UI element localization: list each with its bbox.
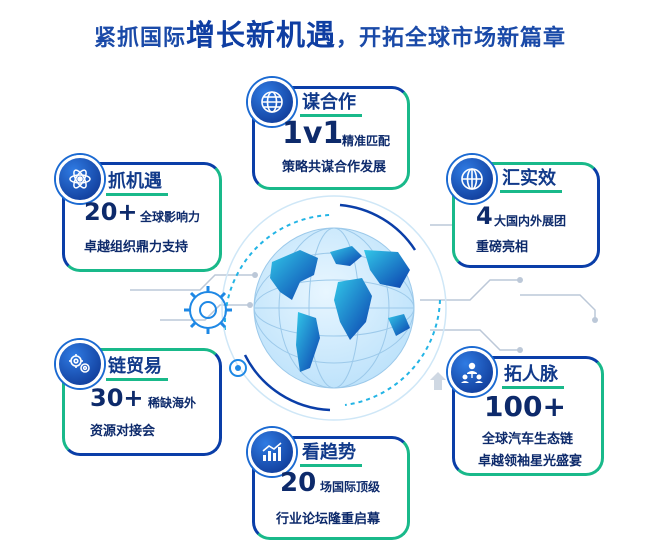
card-trade-number: 30+: [90, 384, 144, 412]
card-network-number: 100+: [484, 390, 566, 423]
card-trend-underline: [300, 464, 362, 467]
card-trade-desc: 资源对接会: [90, 424, 156, 439]
card-strategy-desc: 策略共谋合作发展: [282, 160, 387, 175]
card-network-label: 拓人脉: [504, 364, 558, 385]
card-trend-number-suffix: 场国际顶级: [320, 480, 381, 494]
card-network-desc: 全球汽车生态链: [482, 432, 574, 447]
card-trade-underline: [106, 378, 168, 381]
circuit-nodes: [247, 272, 598, 353]
card-trade-number-suffix: 稀缺海外: [148, 396, 197, 410]
card-exhibitors-underline: [500, 190, 562, 193]
card-strategy-number: 1v1: [282, 116, 344, 151]
card-opportunity-label: 抓机遇: [108, 171, 162, 192]
card-trend-desc: 行业论坛隆重启幕: [276, 512, 381, 527]
card-exhibitors-label: 汇实效: [502, 168, 556, 189]
card-exhibitors-desc: 重磅亮相: [476, 240, 529, 255]
card-network-desc2: 卓越领袖星光盛宴: [478, 454, 583, 469]
card-network-underline: [502, 386, 564, 389]
gears-icon: [56, 340, 104, 388]
title-suffix: ，开拓全球市场新篇章: [336, 26, 567, 51]
card-opportunity-desc: 卓越组织鼎力支持: [84, 240, 189, 255]
card-exhibitors-number: 4: [476, 202, 493, 230]
people-icon: [448, 348, 496, 396]
globe-grid-icon: [448, 155, 496, 203]
card-strategy-number-suffix: 精准匹配: [342, 134, 391, 148]
card-opportunity-number-suffix: 全球影响力: [140, 210, 201, 224]
card-exhibitors-number-suffix: 大国内外展团: [494, 214, 567, 228]
globe-orbits: [221, 195, 447, 421]
card-strategy-label: 谋合作: [302, 92, 356, 113]
gear-decoration: [184, 286, 232, 334]
globe-illustration: [253, 227, 415, 389]
chart-icon: [248, 428, 296, 476]
atom-icon: [56, 155, 104, 203]
card-trade-label: 链贸易: [108, 356, 162, 377]
title-highlight: 增长新机遇: [185, 18, 336, 52]
card-strategy-underline: [300, 114, 362, 117]
card-opportunity-number: 20+: [84, 198, 138, 226]
card-trend-number: 20: [280, 468, 317, 498]
card-opportunity-underline: [106, 193, 168, 196]
target-decoration: [229, 359, 247, 377]
card-trend-label: 看趋势: [302, 442, 356, 463]
globe-icon: [248, 78, 296, 126]
card-network: [452, 356, 604, 476]
page-title: 紧抓国际增长新机遇，开拓全球市场新篇章: [0, 12, 660, 54]
title-prefix: 紧抓国际: [93, 26, 186, 51]
